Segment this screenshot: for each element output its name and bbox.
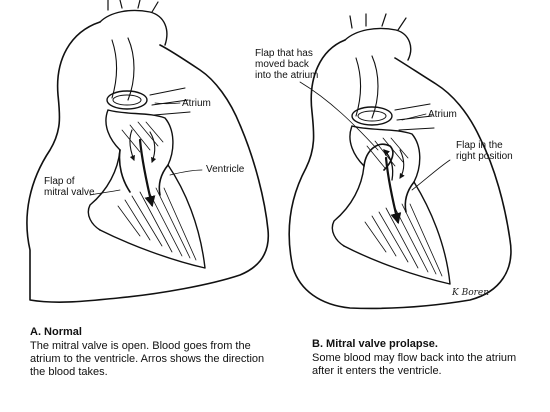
label-atrium-normal: Atrium: [182, 98, 211, 109]
blood-flow-arrow-normal: [138, 138, 156, 208]
heart-normal: [26, 0, 270, 303]
left-ventricle-prolapse: [343, 181, 451, 285]
caption-normal-title: A. Normal: [30, 326, 82, 338]
backflow-arrow: [383, 149, 394, 181]
left-atrium-prolapse: [349, 125, 421, 183]
vein-section-normal: [106, 90, 148, 110]
caption-prolapse: B. Mitral valve prolapse. Some blood may…: [312, 338, 532, 378]
caption-prolapse-title: B. Mitral valve prolapse.: [312, 338, 438, 350]
caption-normal: A. Normal The mitral valve is open. Bloo…: [30, 326, 270, 379]
mitral-flap-prolapsed: [363, 143, 394, 171]
left-atrium-normal: [105, 109, 174, 166]
aorta-prolapse: [344, 27, 412, 61]
label-ventricle-normal: Ventricle: [206, 164, 245, 175]
blood-flow-arrow-prolapse: [384, 156, 402, 225]
label-flap-right-position: Flap in the right position: [456, 140, 513, 162]
left-ventricle-normal: [99, 164, 206, 269]
mitral-flap-normal-left: [118, 149, 131, 193]
mitral-flap-right-position: [404, 181, 415, 213]
mitral-flap-normal-right: [158, 164, 169, 196]
heart-prolapse: [288, 13, 512, 310]
caption-normal-text: The mitral valve is open. Blood goes fro…: [30, 340, 265, 378]
vein-section-prolapse: [351, 106, 393, 126]
aorta-normal: [99, 9, 168, 46]
label-flap-mitral-valve: Flap of mitral valve: [44, 176, 95, 198]
artist-signature: K Boren: [452, 288, 490, 298]
caption-prolapse-text: Some blood may flow back into the atrium…: [312, 352, 517, 377]
heart-prolapse-outline: [288, 39, 512, 310]
label-atrium-prolapse: Atrium: [428, 109, 457, 120]
heart-normal-outline: [26, 21, 270, 303]
label-flap-moved-back: Flap that has moved back into the atrium: [255, 48, 319, 81]
